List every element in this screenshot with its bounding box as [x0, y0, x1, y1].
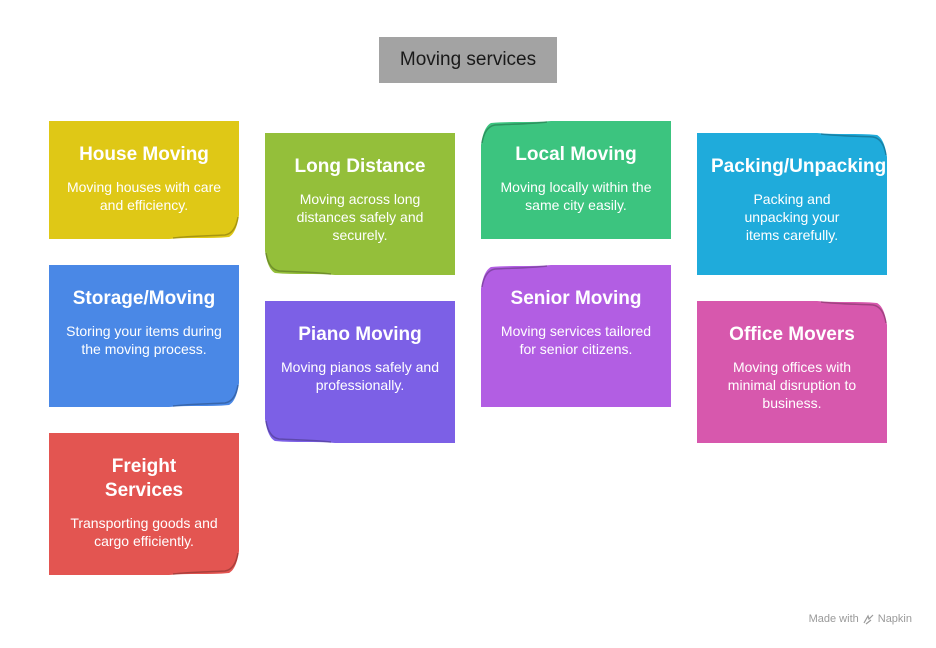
card-description: Packing and unpacking your items careful…	[744, 191, 840, 243]
napkin-watermark: Made with Napkin	[809, 613, 912, 625]
card-storage-moving: Storage/Moving Storing your items during…	[49, 265, 239, 407]
card-title: Office Movers	[729, 324, 855, 345]
page-curl-decoration	[169, 551, 239, 575]
card-local-moving: Local Moving Moving locally within the s…	[481, 121, 671, 239]
card-title: Storage/Moving	[72, 288, 216, 309]
page-curl-decoration	[169, 383, 239, 407]
card-description: Moving across long distances safely and …	[296, 191, 424, 243]
card-title: Long Distance	[294, 156, 426, 177]
card-title: Senior Moving	[510, 288, 642, 309]
card-packing-unpacking: Packing/Unpacking Packing and unpacking …	[697, 133, 887, 275]
card-description: Moving houses with care and efficiency.	[66, 179, 222, 213]
page-curl-decoration	[817, 301, 887, 325]
card-description: Storing your items during the moving pro…	[66, 323, 222, 357]
page-curl-decoration	[817, 133, 887, 157]
card-description: Moving locally within the same city easi…	[500, 179, 652, 213]
card-freight-services: Freight Services Transporting goods and …	[49, 433, 239, 575]
page-curl-decoration	[169, 215, 239, 239]
made-with-label: Made with	[808, 613, 859, 625]
page-curl-decoration	[481, 121, 551, 145]
card-long-distance: Long Distance Moving across long distanc…	[265, 133, 455, 275]
page-curl-decoration	[481, 265, 551, 289]
card-description: Transporting goods and cargo efficiently…	[70, 515, 218, 549]
card-title: Local Moving	[515, 144, 637, 165]
card-piano-moving: Piano Moving Moving pianos safely and pr…	[265, 301, 455, 443]
card-house-moving: House Moving Moving houses with care and…	[49, 121, 239, 239]
card-description: Moving services tailored for senior citi…	[500, 323, 652, 357]
card-title: Packing/Unpacking	[711, 156, 887, 177]
card-title: Piano Moving	[298, 324, 422, 345]
page-curl-decoration	[265, 419, 335, 443]
card-senior-moving: Senior Moving Moving services tailored f…	[481, 265, 671, 407]
card-title: House Moving	[79, 144, 209, 165]
card-description: Moving offices with minimal disruption t…	[727, 359, 857, 411]
diagram-title: Moving services	[379, 37, 557, 83]
napkin-logo-icon	[863, 614, 874, 624]
page-curl-decoration	[265, 251, 335, 275]
card-title: Freight Services	[104, 456, 184, 501]
card-description: Moving pianos safely and professionally.	[281, 359, 439, 393]
card-office-movers: Office Movers Moving offices with minima…	[697, 301, 887, 443]
napkin-brand: Napkin	[877, 613, 912, 625]
